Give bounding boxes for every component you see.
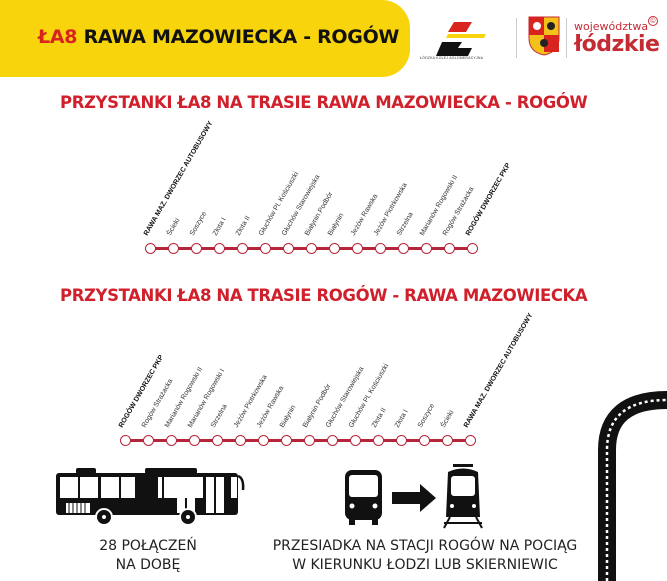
stop-label: Strzelna [209,403,229,429]
stop-node [165,434,177,446]
stop-node [259,242,271,254]
stop-label: Soszyce [416,402,437,429]
route-title-return: PRZYSTANKI ŁA8 NA TRASIE ROGÓW - RAWA MA… [60,286,588,305]
stop-node [326,434,338,446]
stop-node [188,434,200,446]
stop-node [119,434,131,446]
stop-node [303,434,315,446]
logo-divider [566,18,567,58]
stop-label: Złota II [370,406,388,429]
stop-node [420,242,432,254]
region-crest-icon [528,16,560,56]
stop-node [351,242,363,254]
stop-label: Ścieki [439,409,456,429]
connections-info: 28 POŁĄCZEŃ NA DOBĘ [88,537,208,575]
stop-label: Głuchów Pl. Kościuszki [257,170,301,237]
bus-icon [56,468,245,526]
stop-node [305,242,317,254]
stop-node [257,434,269,446]
stop-label: Białynin [326,212,346,237]
stop-node [280,434,292,446]
stop-node [395,434,407,446]
stop-label: ROGÓW DWORZEC PKP [464,162,513,237]
header-banner: ŁA8 RAWA MAZOWIECKA - ROGÓW [0,0,410,77]
route-name: RAWA MAZOWIECKA - ROGÓW [83,26,400,48]
stop-label: ROGÓW DWORZEC PKP [117,354,166,429]
transfer-info: PRZESIADKA NA STACJI ROGÓW NA POCIĄG W K… [260,537,590,575]
stop-node [282,242,294,254]
partner-logos: ŁÓDZKA KOLEJ AGLOMERACYJNA województwa ł… [420,12,660,72]
stop-node [441,434,453,446]
lka-caption: ŁÓDZKA KOLEJ AGLOMERACYJNA [420,56,484,60]
stop-node [443,242,455,254]
stop-node [328,242,340,254]
lka-logo-icon [436,22,486,56]
route-title-forward: PRZYSTANKI ŁA8 NA TRASIE RAWA MAZOWIECKA… [60,93,588,112]
stop-label: Złota I [211,216,228,237]
stop-node [466,242,478,254]
stop-node [236,242,248,254]
stop-node [464,434,476,446]
stop-label: Ścieki [165,217,182,237]
stop-label: Strzelna [395,211,415,237]
stop-node [211,434,223,446]
stop-label: Złota I [393,408,410,429]
stop-node [167,242,179,254]
stop-node [190,242,202,254]
region-logo-small: województwa [574,20,649,33]
stop-label: Soszyce [188,210,209,237]
stop-node [418,434,430,446]
region-logo-big: łódzkie [574,32,660,57]
line-code: ŁA8 [38,26,78,48]
stop-node [372,434,384,446]
logo-divider [516,18,517,58]
stop-label: Białynin [278,404,298,429]
registered-mark: © [648,16,658,26]
page-title: ŁA8 RAWA MAZOWIECKA - ROGÓW [38,26,399,48]
stop-node [397,242,409,254]
stop-node [213,242,225,254]
stop-node [374,242,386,254]
stop-node [349,434,361,446]
stop-node [142,434,154,446]
stop-label: Złota II [234,214,252,237]
stop-node [234,434,246,446]
bus-to-train-transfer-icon [345,464,483,529]
connections-period: NA DOBĘ [115,557,181,573]
transfer-line-2: W KIERUNKU ŁODZI LUB SKIERNIEWIC [292,557,558,573]
connections-count: 28 POŁĄCZEŃ [99,538,197,554]
railway-track-icon [598,391,667,581]
stop-node [144,242,156,254]
stop-label: RAWA MAZ. DWORZEC AUTOBUSOWY [462,312,535,429]
transfer-line-1: PRZESIADKA NA STACJI ROGÓW NA POCIĄG [272,538,578,554]
